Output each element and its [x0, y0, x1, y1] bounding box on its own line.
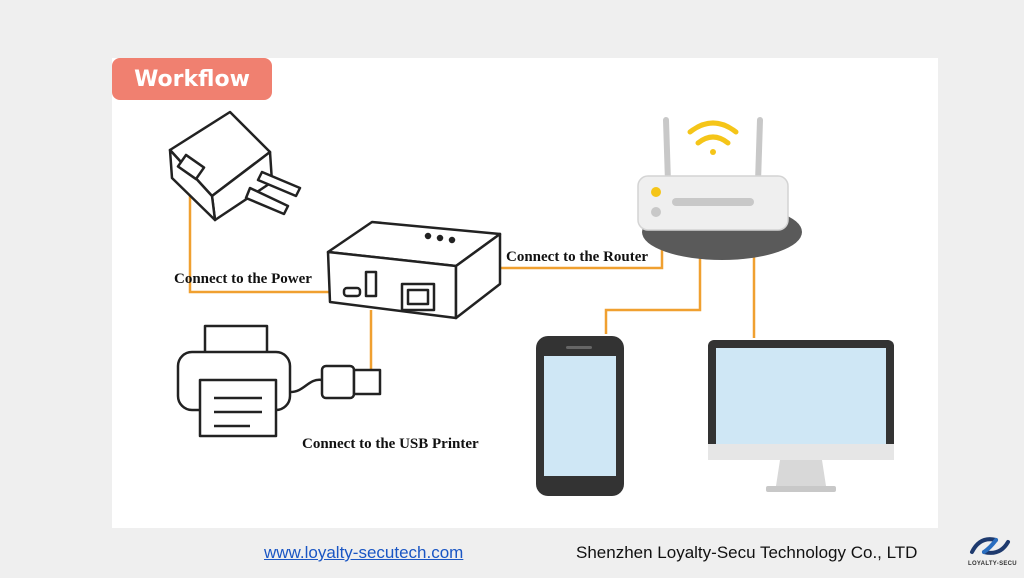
website-link[interactable]: www.loyalty-secutech.com [264, 543, 464, 562]
connect-router-label: Connect to the Router [506, 249, 649, 265]
phone-cable [604, 232, 702, 334]
logo-text: LOYALTY-SECU [968, 561, 1017, 567]
wifi-icon [687, 120, 739, 155]
power-cable [188, 180, 330, 294]
printer-icon [176, 324, 382, 438]
connect-power-label: Connect to the Power [174, 271, 312, 287]
gateway-device-icon [326, 220, 502, 320]
smartphone-icon [536, 336, 624, 496]
usb-cable [369, 310, 380, 374]
workflow-badge: Workflow [112, 58, 272, 100]
monitor-icon [708, 340, 894, 492]
company-name: Shenzhen Loyalty-Secu Technology Co., LT… [576, 543, 918, 562]
power-adapter-icon [168, 110, 302, 222]
router-icon [637, 117, 802, 260]
connect-printer-label: Connect to the USB Printer [302, 436, 479, 452]
company-logo-icon [970, 537, 1010, 555]
